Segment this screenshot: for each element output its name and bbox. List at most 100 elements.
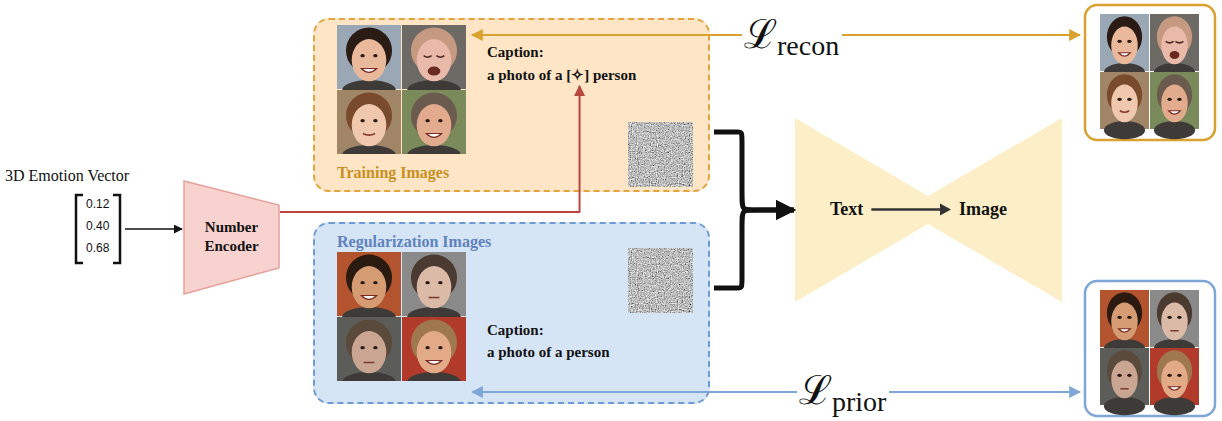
- face-photo: [337, 90, 401, 154]
- model-bowtie: [795, 118, 1062, 302]
- photo-shoulders: [342, 372, 396, 381]
- photo-face: [417, 39, 452, 81]
- encoder-trapezoid: [184, 181, 279, 294]
- photo-face: [1111, 303, 1137, 341]
- photo-eye: [1127, 316, 1131, 319]
- photo-background: [402, 252, 466, 316]
- noise-image: [628, 122, 693, 187]
- output-images: [1100, 14, 1199, 139]
- photo-shoulders: [1104, 121, 1145, 139]
- merge-brace: [714, 132, 794, 210]
- photo-face: [1161, 361, 1187, 399]
- photo-eye: [436, 56, 444, 58]
- photo-eye: [1177, 316, 1181, 319]
- caption-text: a photo of a [✧] person: [487, 66, 636, 84]
- photo-face: [417, 104, 452, 146]
- face-photo: [1150, 290, 1199, 357]
- caption-heading: Caption:: [487, 322, 544, 339]
- photo-shoulders: [407, 145, 461, 154]
- loss-symbol: ℒ: [797, 370, 834, 410]
- photo-eye: [373, 281, 377, 284]
- face-photo: [402, 317, 466, 381]
- model-input-label: Text: [830, 199, 863, 220]
- photo-eye: [1117, 98, 1121, 101]
- photo-eye: [360, 346, 364, 349]
- photo-mouth: [428, 67, 441, 76]
- photo-eye: [1127, 98, 1131, 101]
- photo-eye: [1167, 316, 1171, 319]
- output-images: [1100, 290, 1199, 415]
- photo-background: [1100, 14, 1149, 71]
- face-photo: [402, 25, 466, 101]
- photo-background: [337, 317, 401, 381]
- photo-eye: [1117, 374, 1121, 377]
- photo-background: [1150, 290, 1199, 347]
- photo-eye: [438, 281, 442, 284]
- photo-background: [337, 25, 401, 89]
- photo-background: [337, 90, 401, 154]
- photo-eye: [1167, 374, 1171, 377]
- photo-eye: [1166, 41, 1174, 43]
- noise-pattern: [628, 122, 693, 187]
- photo-face: [417, 331, 452, 373]
- photo-mouth: [1119, 329, 1131, 332]
- photo-background: [1150, 14, 1199, 71]
- photo-shoulders: [1104, 397, 1145, 415]
- face-photo: [1150, 72, 1199, 139]
- photo-face: [352, 266, 387, 308]
- photo-mouth: [1170, 51, 1180, 59]
- vector-value: 0.68: [86, 241, 109, 255]
- photo-eye: [373, 119, 377, 122]
- model-arrow: [871, 208, 942, 211]
- face-photo: [1150, 14, 1199, 81]
- face-photo: [1100, 290, 1149, 357]
- photo-background: [1150, 72, 1199, 129]
- face-photo: [337, 25, 401, 101]
- photo-background: [1100, 72, 1149, 129]
- caption-heading: Caption:: [487, 44, 544, 61]
- vector-title: 3D Emotion Vector: [5, 167, 129, 185]
- photo-mouth: [1169, 111, 1181, 114]
- face-photo: [1100, 348, 1149, 415]
- photo-mouth: [363, 134, 375, 136]
- noise-image: [628, 248, 693, 313]
- photo-face: [1111, 85, 1137, 123]
- face-photo: [337, 317, 401, 381]
- face-photo: [402, 90, 466, 154]
- vector-bracket: [76, 195, 83, 263]
- photo-eye: [373, 54, 377, 57]
- photo-mouth: [426, 134, 441, 138]
- vector-value: 0.12: [86, 197, 109, 211]
- photo-mouth: [1120, 111, 1129, 112]
- loss-symbol: ℒ: [742, 14, 779, 54]
- photo-mouth: [361, 296, 376, 300]
- photo-mouth: [426, 361, 441, 365]
- photo-eye: [373, 346, 377, 349]
- vector-input-arrow: [125, 228, 182, 230]
- photo-face: [417, 266, 452, 308]
- photo-face: [352, 39, 387, 81]
- model-output-label: Image: [959, 199, 1007, 220]
- encoder-label: Number Encoder: [183, 218, 280, 256]
- photo-eye: [1175, 41, 1183, 43]
- photo-mouth: [364, 362, 375, 364]
- photo-eye: [1117, 40, 1121, 43]
- photo-face: [1161, 303, 1187, 341]
- photo-eye: [360, 281, 364, 284]
- photo-eye: [438, 119, 442, 122]
- photo-eye: [425, 346, 429, 349]
- photo-shoulders: [1154, 397, 1195, 415]
- photo-eye: [360, 54, 364, 57]
- number-encoder: Number Encoder: [183, 180, 280, 295]
- photo-eye: [1117, 316, 1121, 319]
- regularization-images-box: Regularization ImagesCaption:a photo of …: [313, 222, 710, 404]
- photo-eye: [1167, 98, 1171, 101]
- photo-eye: [425, 281, 429, 284]
- training-images-box: Caption:a photo of a [✧] personTraining …: [313, 18, 710, 192]
- photo-eye: [1177, 374, 1181, 377]
- photo-face: [352, 331, 387, 373]
- photo-eye: [1127, 374, 1131, 377]
- photo-mouth: [1120, 388, 1128, 390]
- face-photo: [1100, 72, 1149, 139]
- embedding-arrow: [280, 86, 580, 212]
